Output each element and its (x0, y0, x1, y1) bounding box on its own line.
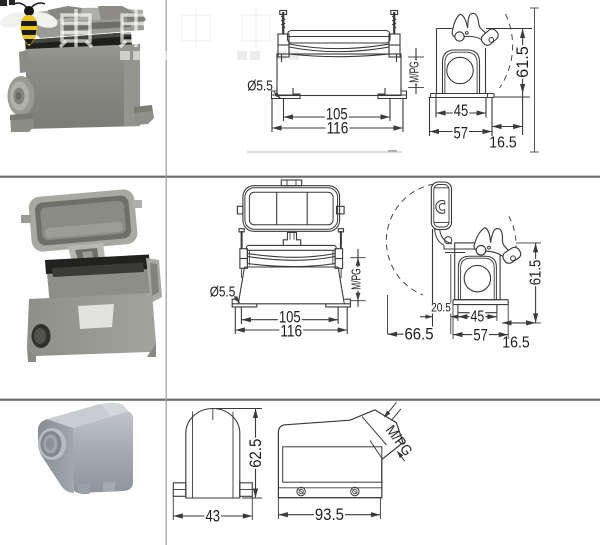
svg-text:16.5: 16.5 (489, 135, 516, 152)
svg-text:Ø5.5: Ø5.5 (247, 78, 273, 95)
svg-text:M/PG: M/PG (350, 268, 364, 289)
svg-text:105: 105 (326, 105, 348, 124)
svg-text:20.5: 20.5 (431, 303, 451, 315)
svg-text:116: 116 (280, 322, 302, 341)
svg-text:61.5: 61.5 (528, 260, 545, 286)
svg-text:16.5: 16.5 (502, 335, 529, 352)
svg-text:66.5: 66.5 (404, 325, 433, 344)
svg-text:57: 57 (454, 124, 469, 143)
svg-text:43: 43 (206, 507, 221, 526)
svg-text:M/PG: M/PG (408, 61, 422, 82)
svg-text:45: 45 (454, 101, 469, 120)
svg-text:45: 45 (471, 309, 485, 326)
svg-text:57: 57 (473, 326, 488, 345)
svg-text:93.5: 93.5 (315, 505, 344, 524)
svg-text:62.5: 62.5 (246, 439, 265, 468)
svg-text:61.5: 61.5 (513, 46, 532, 78)
svg-text:116: 116 (327, 119, 349, 138)
svg-text:Ø5.5: Ø5.5 (210, 284, 236, 301)
svg-text:105: 105 (279, 308, 301, 327)
